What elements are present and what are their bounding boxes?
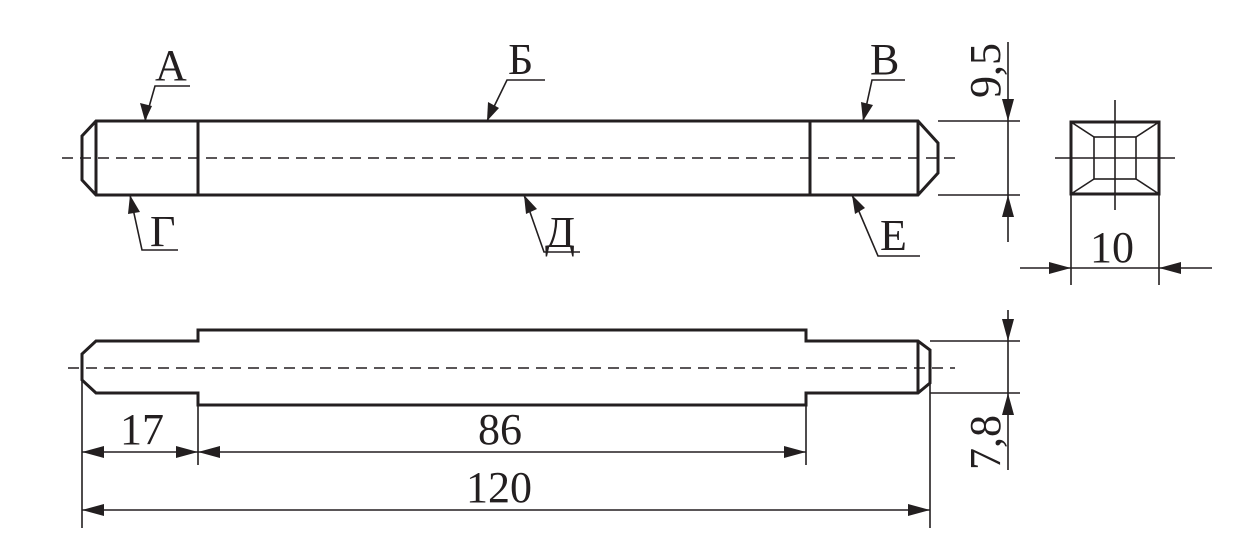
leader-g: Г	[128, 194, 178, 256]
dim-len-86: 86	[198, 405, 806, 458]
label-d: Д	[545, 208, 575, 257]
label-a: А	[155, 41, 187, 90]
dim-width-section: 10	[1020, 194, 1212, 285]
dim-len-17: 17	[82, 405, 198, 458]
label-e: Е	[880, 211, 907, 260]
leader-a: А	[140, 41, 190, 122]
dim-len-120-text: 120	[466, 463, 532, 512]
cross-section: 10	[1020, 100, 1212, 285]
top-view: А Б В Г Д Е	[62, 35, 1020, 260]
dim-height-top-text: 9,5	[961, 43, 1010, 98]
leader-e: Е	[851, 194, 920, 260]
label-b: Б	[508, 35, 533, 84]
side-view: 17 86 120 7,8	[68, 310, 1020, 528]
leader-v: В	[861, 35, 905, 122]
dim-height-bottom: 7,8	[930, 310, 1020, 470]
dim-len-120: 120	[82, 463, 930, 516]
dim-width-section-text: 10	[1090, 223, 1134, 272]
label-g: Г	[150, 207, 175, 256]
label-v: В	[870, 35, 899, 84]
leader-d: Д	[523, 194, 580, 257]
dim-len-86-text: 86	[478, 405, 522, 454]
dim-height-bottom-text: 7,8	[961, 415, 1010, 470]
dim-len-17-text: 17	[120, 405, 164, 454]
leader-b: Б	[486, 35, 545, 122]
dim-height-top: 9,5	[938, 42, 1020, 242]
